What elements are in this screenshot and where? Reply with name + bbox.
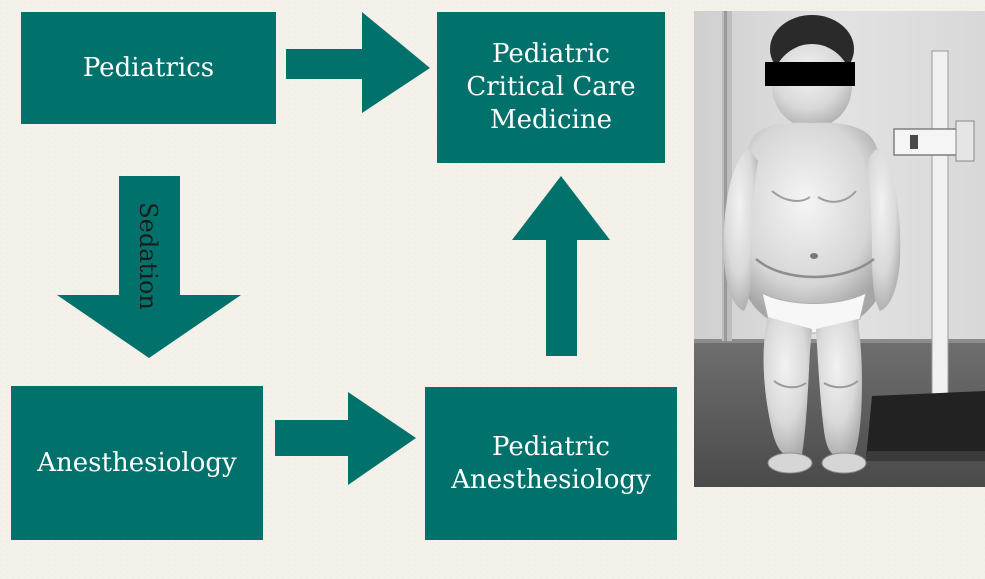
arrow-right-top [286, 12, 430, 113]
arrow-right-bottom [275, 392, 416, 485]
arrow-up-right [512, 176, 610, 356]
child-photo [694, 11, 985, 487]
sedation-label: Sedation [134, 202, 162, 310]
child-photo-image [694, 11, 985, 487]
eye-bar [765, 62, 855, 86]
